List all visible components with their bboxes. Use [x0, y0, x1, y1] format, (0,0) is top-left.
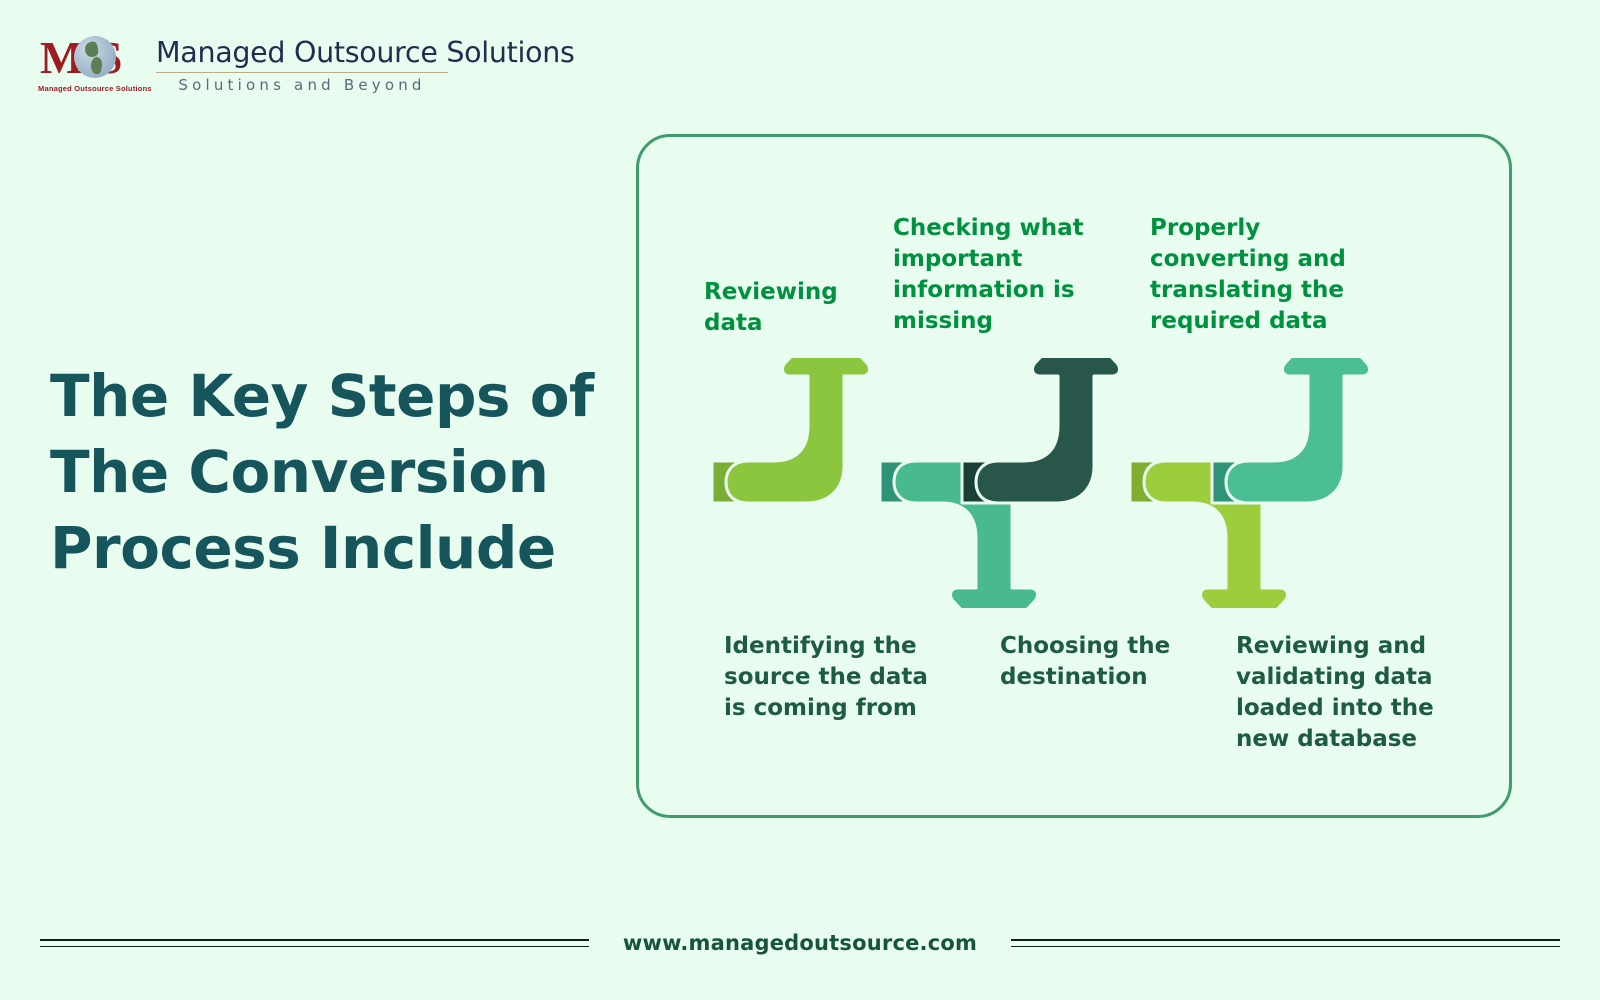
arrow-step-3-up: [960, 358, 1121, 505]
step-label-5: Properly converting and translating the …: [1150, 215, 1346, 334]
step-label-1: Reviewing data: [704, 279, 838, 336]
globe-icon: [74, 36, 116, 78]
arrow-step-1-up: [710, 358, 871, 505]
process-arrows: [690, 358, 1380, 608]
footer-rule-left: [40, 939, 589, 947]
diagram-panel: [636, 134, 1512, 818]
footer: www.managedoutsource.com: [0, 925, 1600, 961]
logo-mark-caption: Managed Outsource Solutions: [38, 84, 152, 93]
company-tagline: Solutions and Beyond: [178, 76, 426, 94]
page-title-line-2: The Conversion: [50, 438, 549, 506]
page-title: The Key Steps of The Conversion Process …: [50, 358, 595, 586]
brand-logo: M S Managed Outsource Solutions Managed …: [38, 34, 575, 96]
company-name: Managed Outsource Solutions: [156, 36, 575, 69]
page-title-line-1: The Key Steps of: [50, 362, 594, 430]
logo-mark: M S Managed Outsource Solutions: [38, 34, 152, 96]
arrow-step-5-up: [1210, 358, 1371, 505]
page-title-line-3: Process Include: [50, 514, 556, 582]
footer-rule-right: [1011, 939, 1560, 947]
logo-divider: [156, 72, 448, 73]
step-label-4: Choosing the destination: [1000, 633, 1171, 690]
step-label-3: Checking what important information is m…: [893, 215, 1084, 334]
step-label-6: Reviewing and validating data loaded int…: [1236, 633, 1434, 752]
logo-wordmark: Managed Outsource Solutions Solutions an…: [156, 34, 575, 94]
arrow-flow-svg: [710, 358, 1380, 608]
step-label-2: Identifying the source the data is comin…: [724, 633, 928, 721]
footer-url[interactable]: www.managedoutsource.com: [622, 931, 978, 955]
